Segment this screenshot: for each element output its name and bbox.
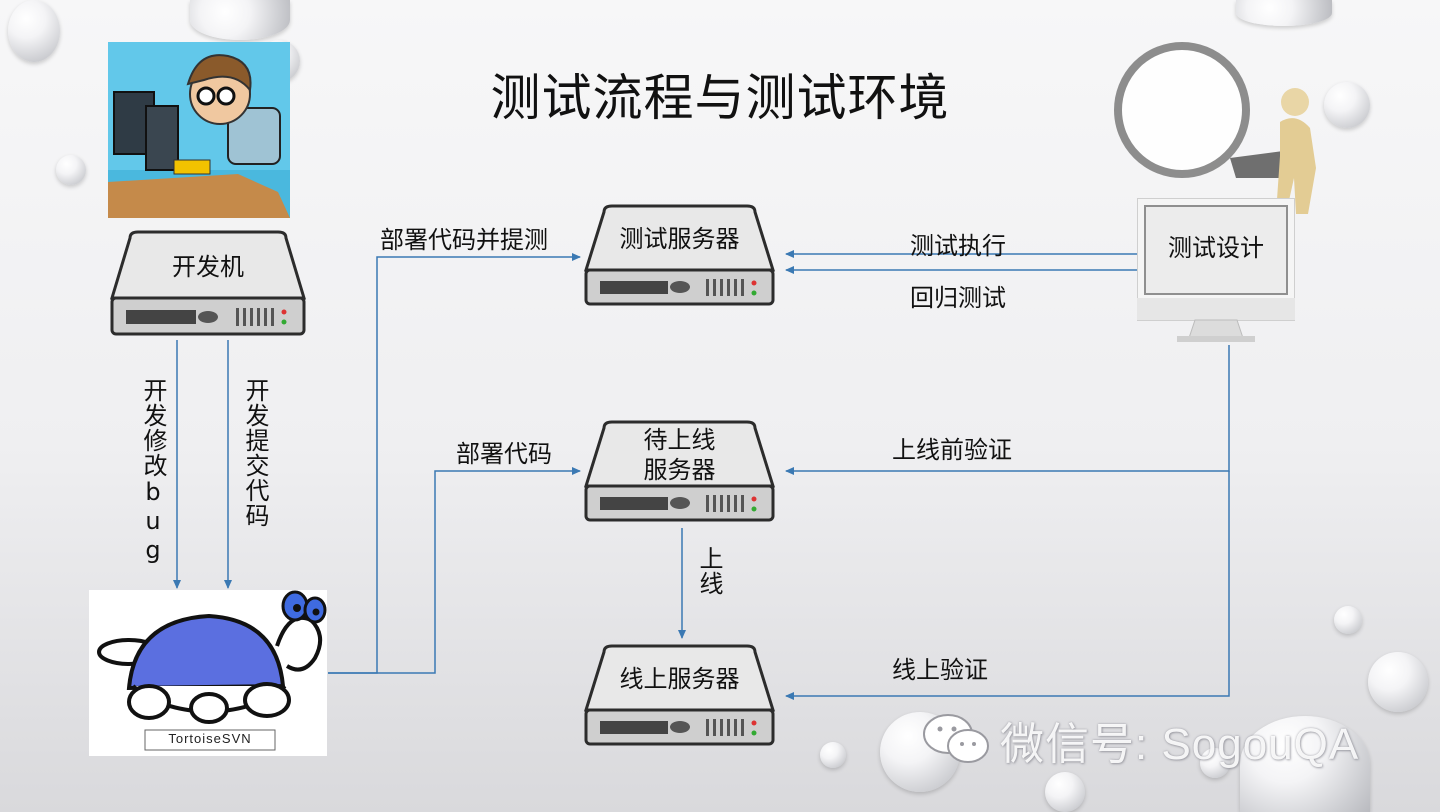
water-drop — [820, 742, 846, 768]
developer-illustration — [108, 42, 290, 218]
label-deploy-and-submit-test: 部署代码并提测 — [380, 226, 548, 254]
staging-server-label: 待上线 服务器 — [643, 426, 716, 485]
label-pre-release-verify: 上线前验证 — [892, 436, 1012, 464]
server-icon — [583, 204, 776, 306]
water-drop — [190, 0, 290, 40]
test-server-label: 测试服务器 — [619, 225, 740, 254]
water-drop — [1236, 0, 1332, 26]
tortoisesvn-text: TortoiseSVN — [168, 731, 252, 746]
water-drop — [8, 0, 60, 62]
test-server: 测试服务器 — [582, 202, 777, 310]
page-title: 测试流程与测试环境 — [490, 69, 950, 127]
edge-design-to-prod — [785, 471, 1230, 700]
water-drop — [1240, 716, 1370, 812]
dev-machine-label: 开发机 — [172, 252, 244, 281]
label-go-live: 上线 — [695, 546, 723, 596]
water-drop — [56, 155, 86, 185]
water-drop — [1045, 772, 1085, 812]
tortoisesvn-logo: TortoiseSVN — [89, 590, 327, 756]
label-dev-commit-code: 开发提交代码 — [241, 378, 269, 528]
monitor-icon — [1136, 197, 1296, 342]
prod-server: 线上服务器 — [582, 642, 777, 750]
label-dev-modify-bug: 开发修改bug — [139, 378, 167, 565]
test-design-label: 测试设计 — [1168, 234, 1264, 262]
staging-server: 待上线 服务器 — [582, 418, 777, 526]
label-test-execute: 测试执行 — [910, 232, 1006, 260]
server-icon — [583, 420, 776, 522]
label-regression-test: 回归测试 — [910, 284, 1006, 312]
wechat-icon — [920, 710, 994, 766]
water-drop — [1200, 748, 1230, 778]
prod-server-label: 线上服务器 — [619, 665, 740, 694]
wechat-watermark: 微信号: SogouQA — [1000, 720, 1360, 769]
edge-svn-to-staging — [328, 467, 581, 674]
label-deploy-code: 部署代码 — [456, 440, 552, 468]
magnifier-figure — [1110, 38, 1320, 214]
test-design-monitor: 测试设计 — [1136, 197, 1296, 344]
server-icon — [109, 230, 307, 336]
water-drop — [1368, 652, 1428, 712]
water-drop — [1334, 606, 1362, 634]
label-online-verify: 线上验证 — [892, 656, 988, 684]
server-icon — [583, 644, 776, 746]
water-drop — [1324, 82, 1370, 128]
dev-machine-server: 开发机 — [108, 228, 308, 340]
